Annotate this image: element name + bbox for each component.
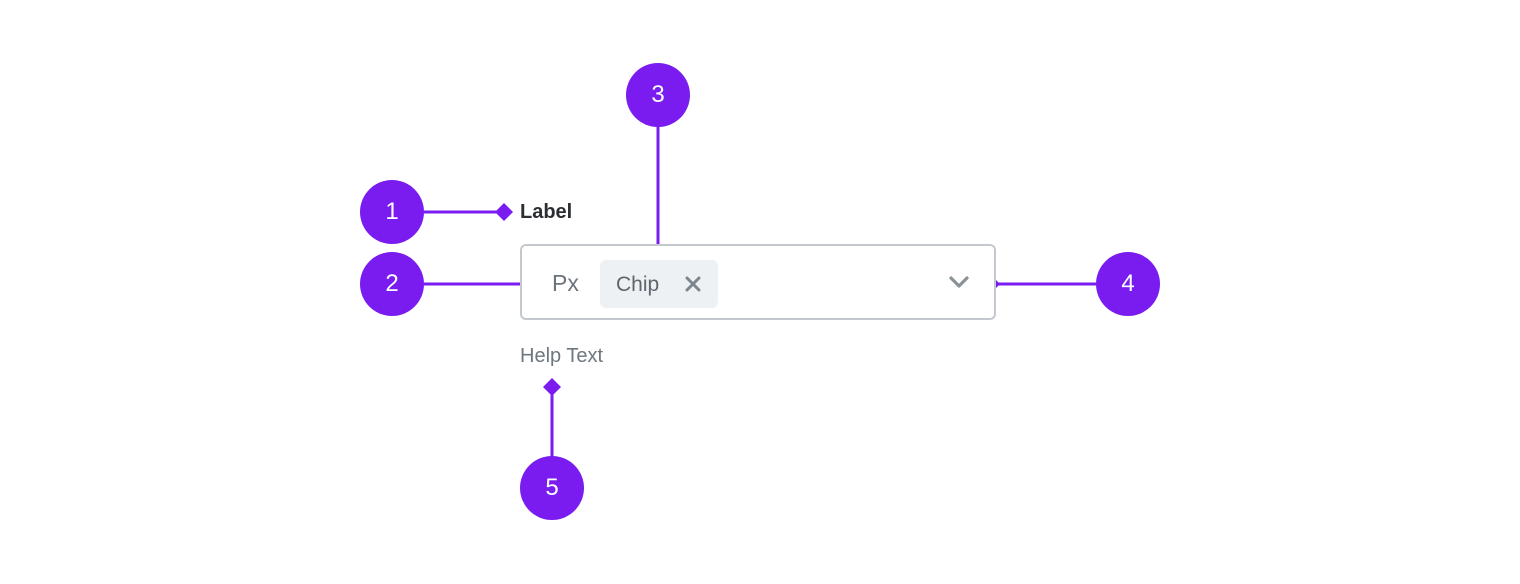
callout-badge-1: 1 — [360, 180, 424, 244]
chevron-down-icon[interactable] — [948, 274, 970, 290]
callout-badge-5: 5 — [520, 456, 584, 520]
connector-diamond-1 — [495, 203, 513, 221]
callout-badge-2: 2 — [360, 252, 424, 316]
close-icon[interactable] — [684, 275, 702, 293]
multi-select-input[interactable]: Px Chip — [520, 244, 996, 320]
chip-label: Chip — [616, 273, 660, 296]
input-prefix: Px — [552, 270, 579, 296]
callout-badge-3: 3 — [626, 63, 690, 127]
connector-diamond-5 — [543, 378, 561, 396]
field-label: Label — [520, 201, 573, 223]
help-text: Help Text — [520, 345, 604, 367]
chip[interactable]: Chip — [600, 260, 718, 308]
callout-badge-4: 4 — [1096, 252, 1160, 316]
